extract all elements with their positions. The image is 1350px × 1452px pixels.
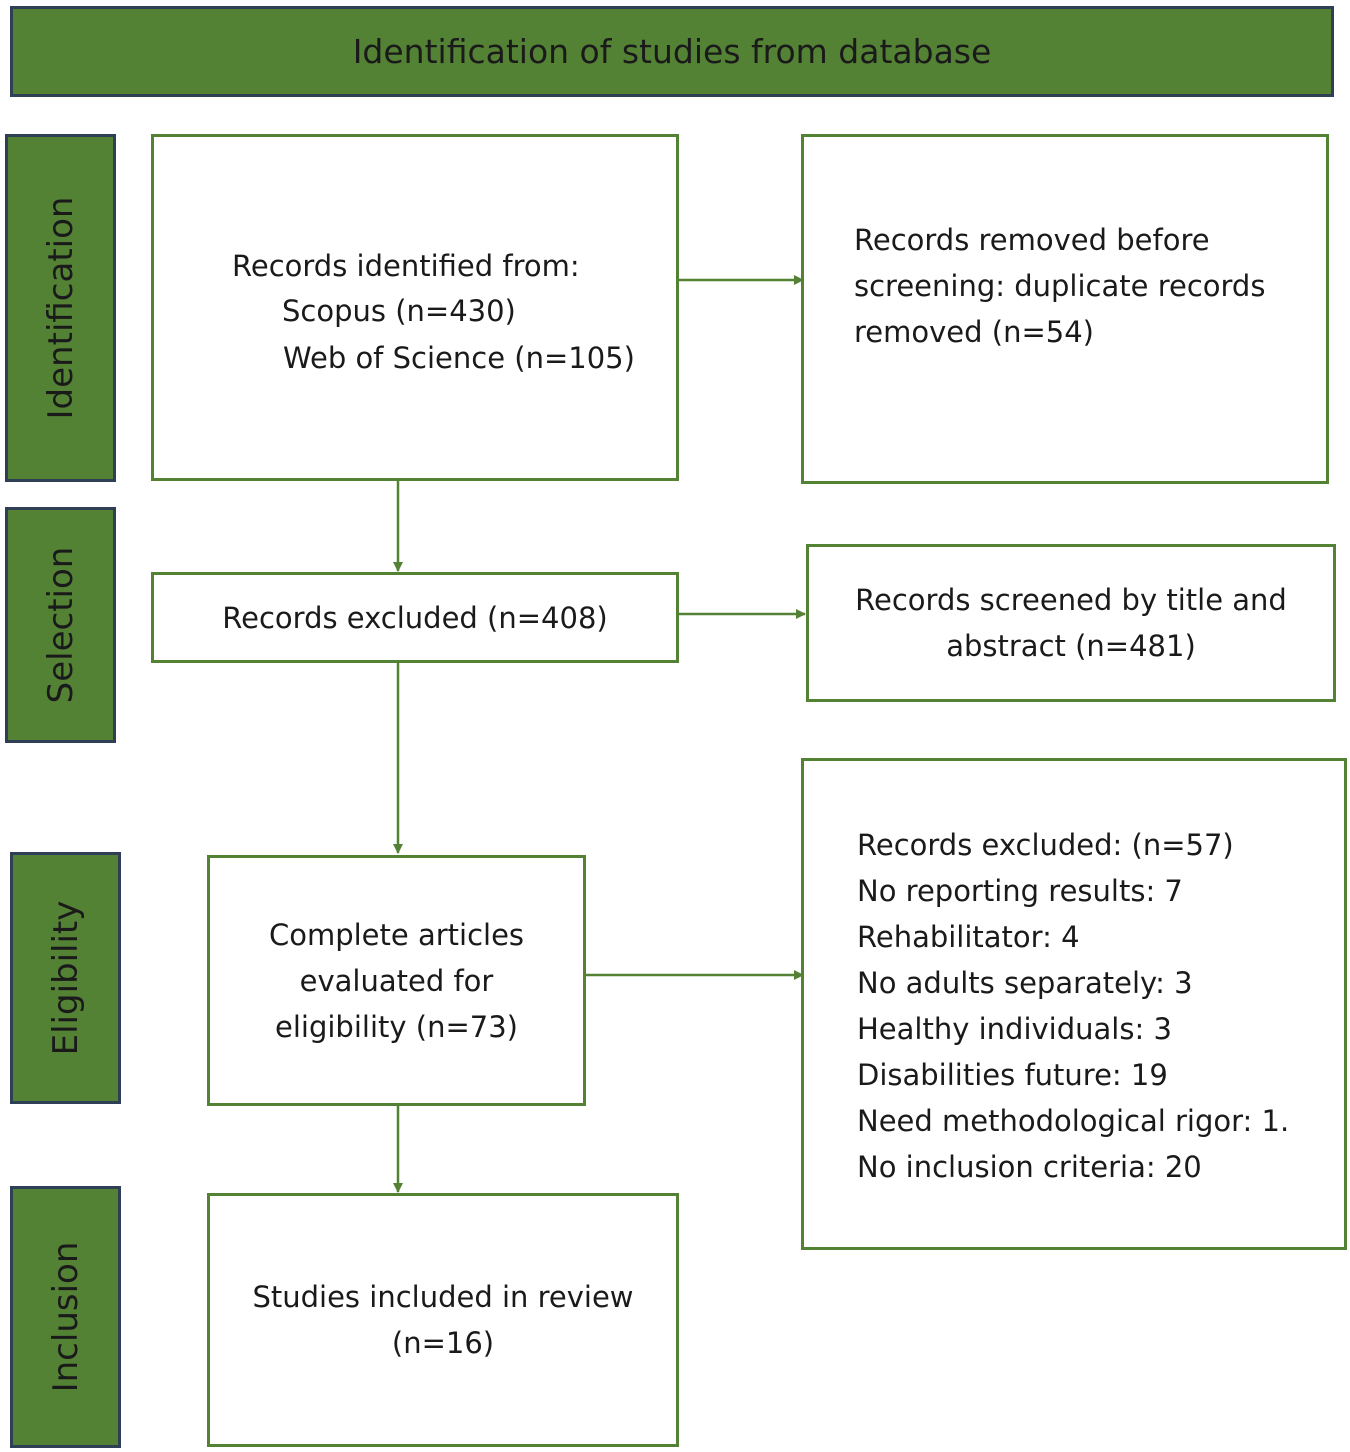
articles-evaluated-line-1: Complete articles <box>268 917 525 952</box>
studies-included-line-2: (n=16) <box>391 1326 495 1360</box>
box-records-identified: Records identified from: Scopus (n=430) … <box>151 134 679 481</box>
stage-inclusion: Inclusion <box>10 1186 121 1448</box>
stage-eligibility: Eligibility <box>10 852 121 1104</box>
articles-evaluated-line-2: evaluated for <box>299 963 494 998</box>
records-identified-line-3: Web of Science (n=105) <box>283 341 635 375</box>
records-removed-line-1: Records removed before <box>854 223 1210 257</box>
records-excluded-line-1: Records excluded (n=408) <box>222 600 608 635</box>
exclusion-reason-line: Healthy individuals: 3 <box>857 1012 1172 1046</box>
box-exclusion-reasons: Records excluded: (n=57) No reporting re… <box>801 758 1347 1250</box>
records-removed-line-3: removed (n=54) <box>854 315 1094 349</box>
studies-included-line-1: Studies included in review <box>252 1280 634 1314</box>
exclusion-reason-line: No reporting results: 7 <box>857 874 1183 908</box>
stage-identification: Identification <box>5 134 116 482</box>
articles-evaluated-line-3: eligibility (n=73) <box>275 1009 518 1044</box>
box-records-screened: Records screened by title and abstract (… <box>806 544 1336 702</box>
records-removed-line-2: screening: duplicate records <box>854 269 1266 303</box>
records-screened-line-1: Records screened by title and <box>855 583 1287 617</box>
exclusion-reason-line: Disabilities future: 19 <box>857 1058 1168 1092</box>
box-studies-included: Studies included in review (n=16) <box>207 1193 679 1447</box>
header-title: Identification of studies from database <box>352 32 992 71</box>
box-records-excluded: Records excluded (n=408) <box>151 572 679 663</box>
box-articles-evaluated: Complete articles evaluated for eligibil… <box>207 855 586 1106</box>
exclusion-reason-line: No adults separately: 3 <box>857 966 1193 1000</box>
exclusion-reason-line: Rehabilitator: 4 <box>857 920 1080 954</box>
exclusion-reason-line: No inclusion criteria: 20 <box>857 1150 1202 1184</box>
exclusion-reason-line: Records excluded: (n=57) <box>857 828 1234 862</box>
records-screened-line-2: abstract (n=481) <box>946 629 1196 663</box>
diagram-header: Identification of studies from database <box>10 6 1334 97</box>
box-records-removed: Records removed before screening: duplic… <box>801 134 1329 484</box>
records-identified-line-1: Records identified from: <box>232 249 580 283</box>
records-identified-line-2: Scopus (n=430) <box>282 294 516 328</box>
stage-selection: Selection <box>5 507 116 743</box>
exclusion-reason-line: Need methodological rigor: 1. <box>857 1104 1290 1138</box>
